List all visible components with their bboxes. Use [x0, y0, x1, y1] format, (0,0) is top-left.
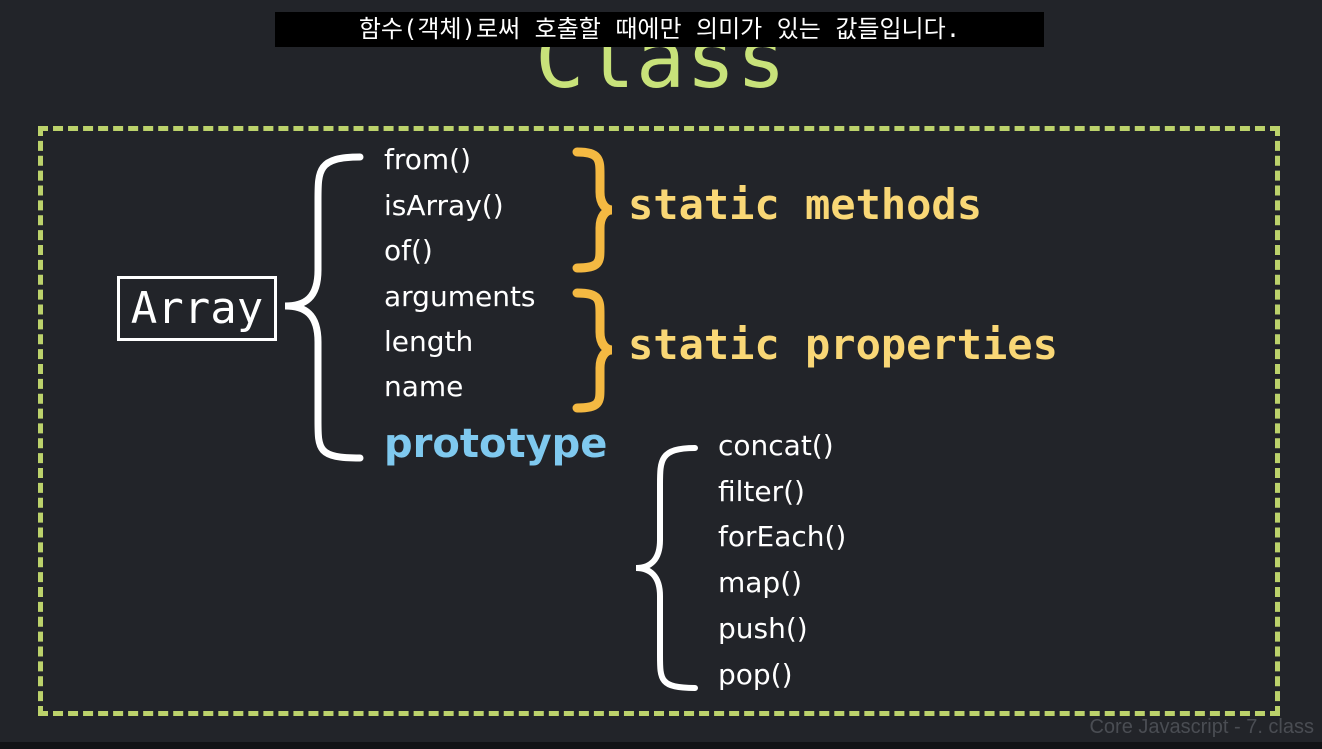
array-members-brace — [284, 153, 364, 462]
array-class-box: Array — [117, 276, 277, 341]
static-methods-brace — [572, 147, 613, 273]
static-methods-label: static methods — [628, 180, 983, 229]
prototype-method-item: map() — [718, 566, 803, 599]
static-property-item: length — [384, 325, 474, 358]
prototype-method-item: forEach() — [718, 520, 847, 553]
static-method-item: isArray() — [384, 189, 504, 222]
static-properties-brace — [572, 288, 613, 413]
static-method-item: of() — [384, 234, 433, 267]
prototype-method-item: pop() — [718, 658, 793, 691]
static-property-item: name — [384, 370, 464, 403]
static-property-item: arguments — [384, 280, 536, 313]
prototype-method-item: concat() — [718, 429, 834, 462]
video-watermark: Core Javascript - 7. class — [1089, 716, 1314, 738]
prototype-methods-brace — [635, 445, 698, 691]
subtitle-caption: 함수(객체)로써 호출할 때에만 의미가 있는 값들입니다. — [275, 12, 1044, 47]
dashed-frame — [38, 126, 1280, 716]
static-method-item: from() — [384, 143, 472, 176]
video-bottom-bar — [0, 742, 1322, 749]
prototype-label: prototype — [384, 421, 608, 467]
prototype-method-item: push() — [718, 612, 808, 645]
static-properties-label: static properties — [628, 320, 1058, 369]
prototype-method-item: filter() — [718, 475, 805, 508]
